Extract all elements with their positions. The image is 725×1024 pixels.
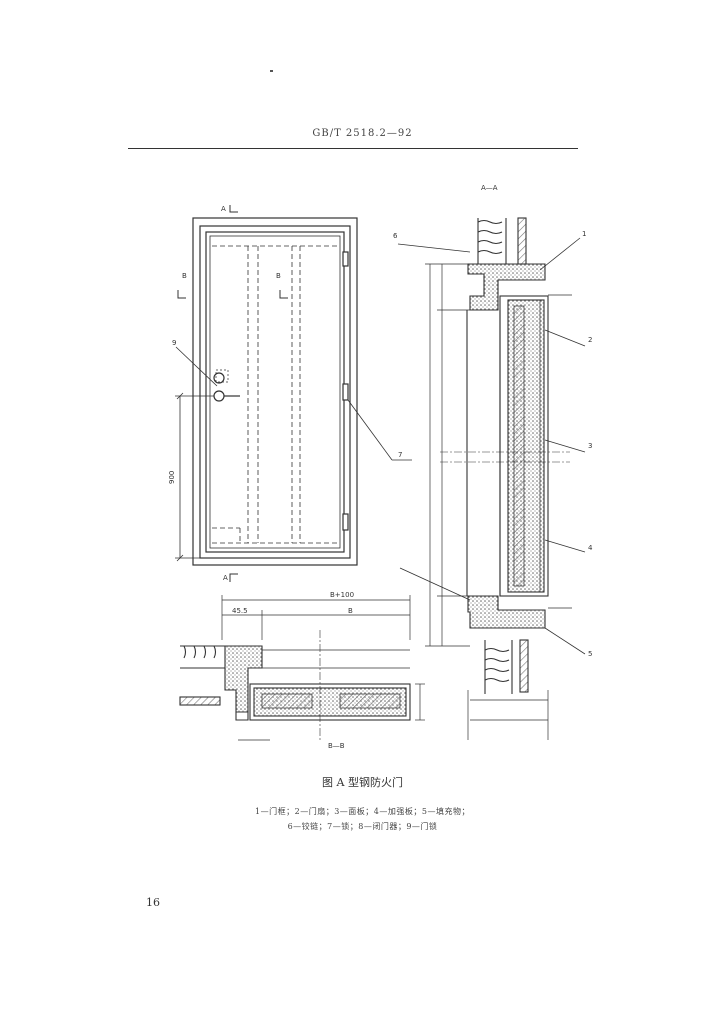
handle-height-label: 900	[168, 471, 176, 484]
callout-6: 6	[393, 232, 398, 240]
figure-caption: 图 A 型钢防火门	[322, 776, 403, 789]
header-rule	[128, 148, 578, 149]
scan-speck	[270, 70, 273, 72]
section-label-aa: A—A	[481, 184, 498, 192]
callout-5: 5	[588, 650, 592, 658]
cut-marker-b-left: B	[182, 272, 187, 280]
dim-left-offset: 45.5	[232, 607, 248, 615]
cut-marker-a-bottom: A	[223, 574, 228, 582]
page-number: 16	[146, 896, 160, 909]
callout-9: 9	[172, 339, 176, 347]
section-bb-dimensions	[221, 595, 425, 741]
legend-line-2: 6—铰链；7—锁；8—闭门器；9—门锁	[287, 822, 438, 831]
door-elevation	[192, 217, 358, 566]
section-bb	[179, 630, 411, 740]
callout-2: 2	[588, 336, 592, 344]
handle-height-dimension	[175, 392, 214, 562]
callout-7: 7	[398, 451, 402, 459]
running-header: GB/T 2518.2—92	[312, 128, 413, 139]
legend-line-1: 1—门框；2—门扇；3—面板；4—加强板；5—填充物；	[255, 807, 470, 816]
callout-3: 3	[588, 442, 592, 450]
dim-bottom-overall: B+100	[330, 591, 354, 599]
callout-1: 1	[582, 230, 586, 238]
callout-4: 4	[588, 544, 593, 552]
section-aa	[440, 217, 570, 694]
section-label-bb: B—B	[328, 742, 345, 750]
dim-bottom-width: B	[348, 607, 353, 615]
cut-marker-a-top: A	[221, 205, 226, 213]
section-aa-dimensions	[425, 263, 572, 740]
cut-marker-b-middle: B	[276, 272, 281, 280]
section-cut-markers	[177, 205, 288, 582]
